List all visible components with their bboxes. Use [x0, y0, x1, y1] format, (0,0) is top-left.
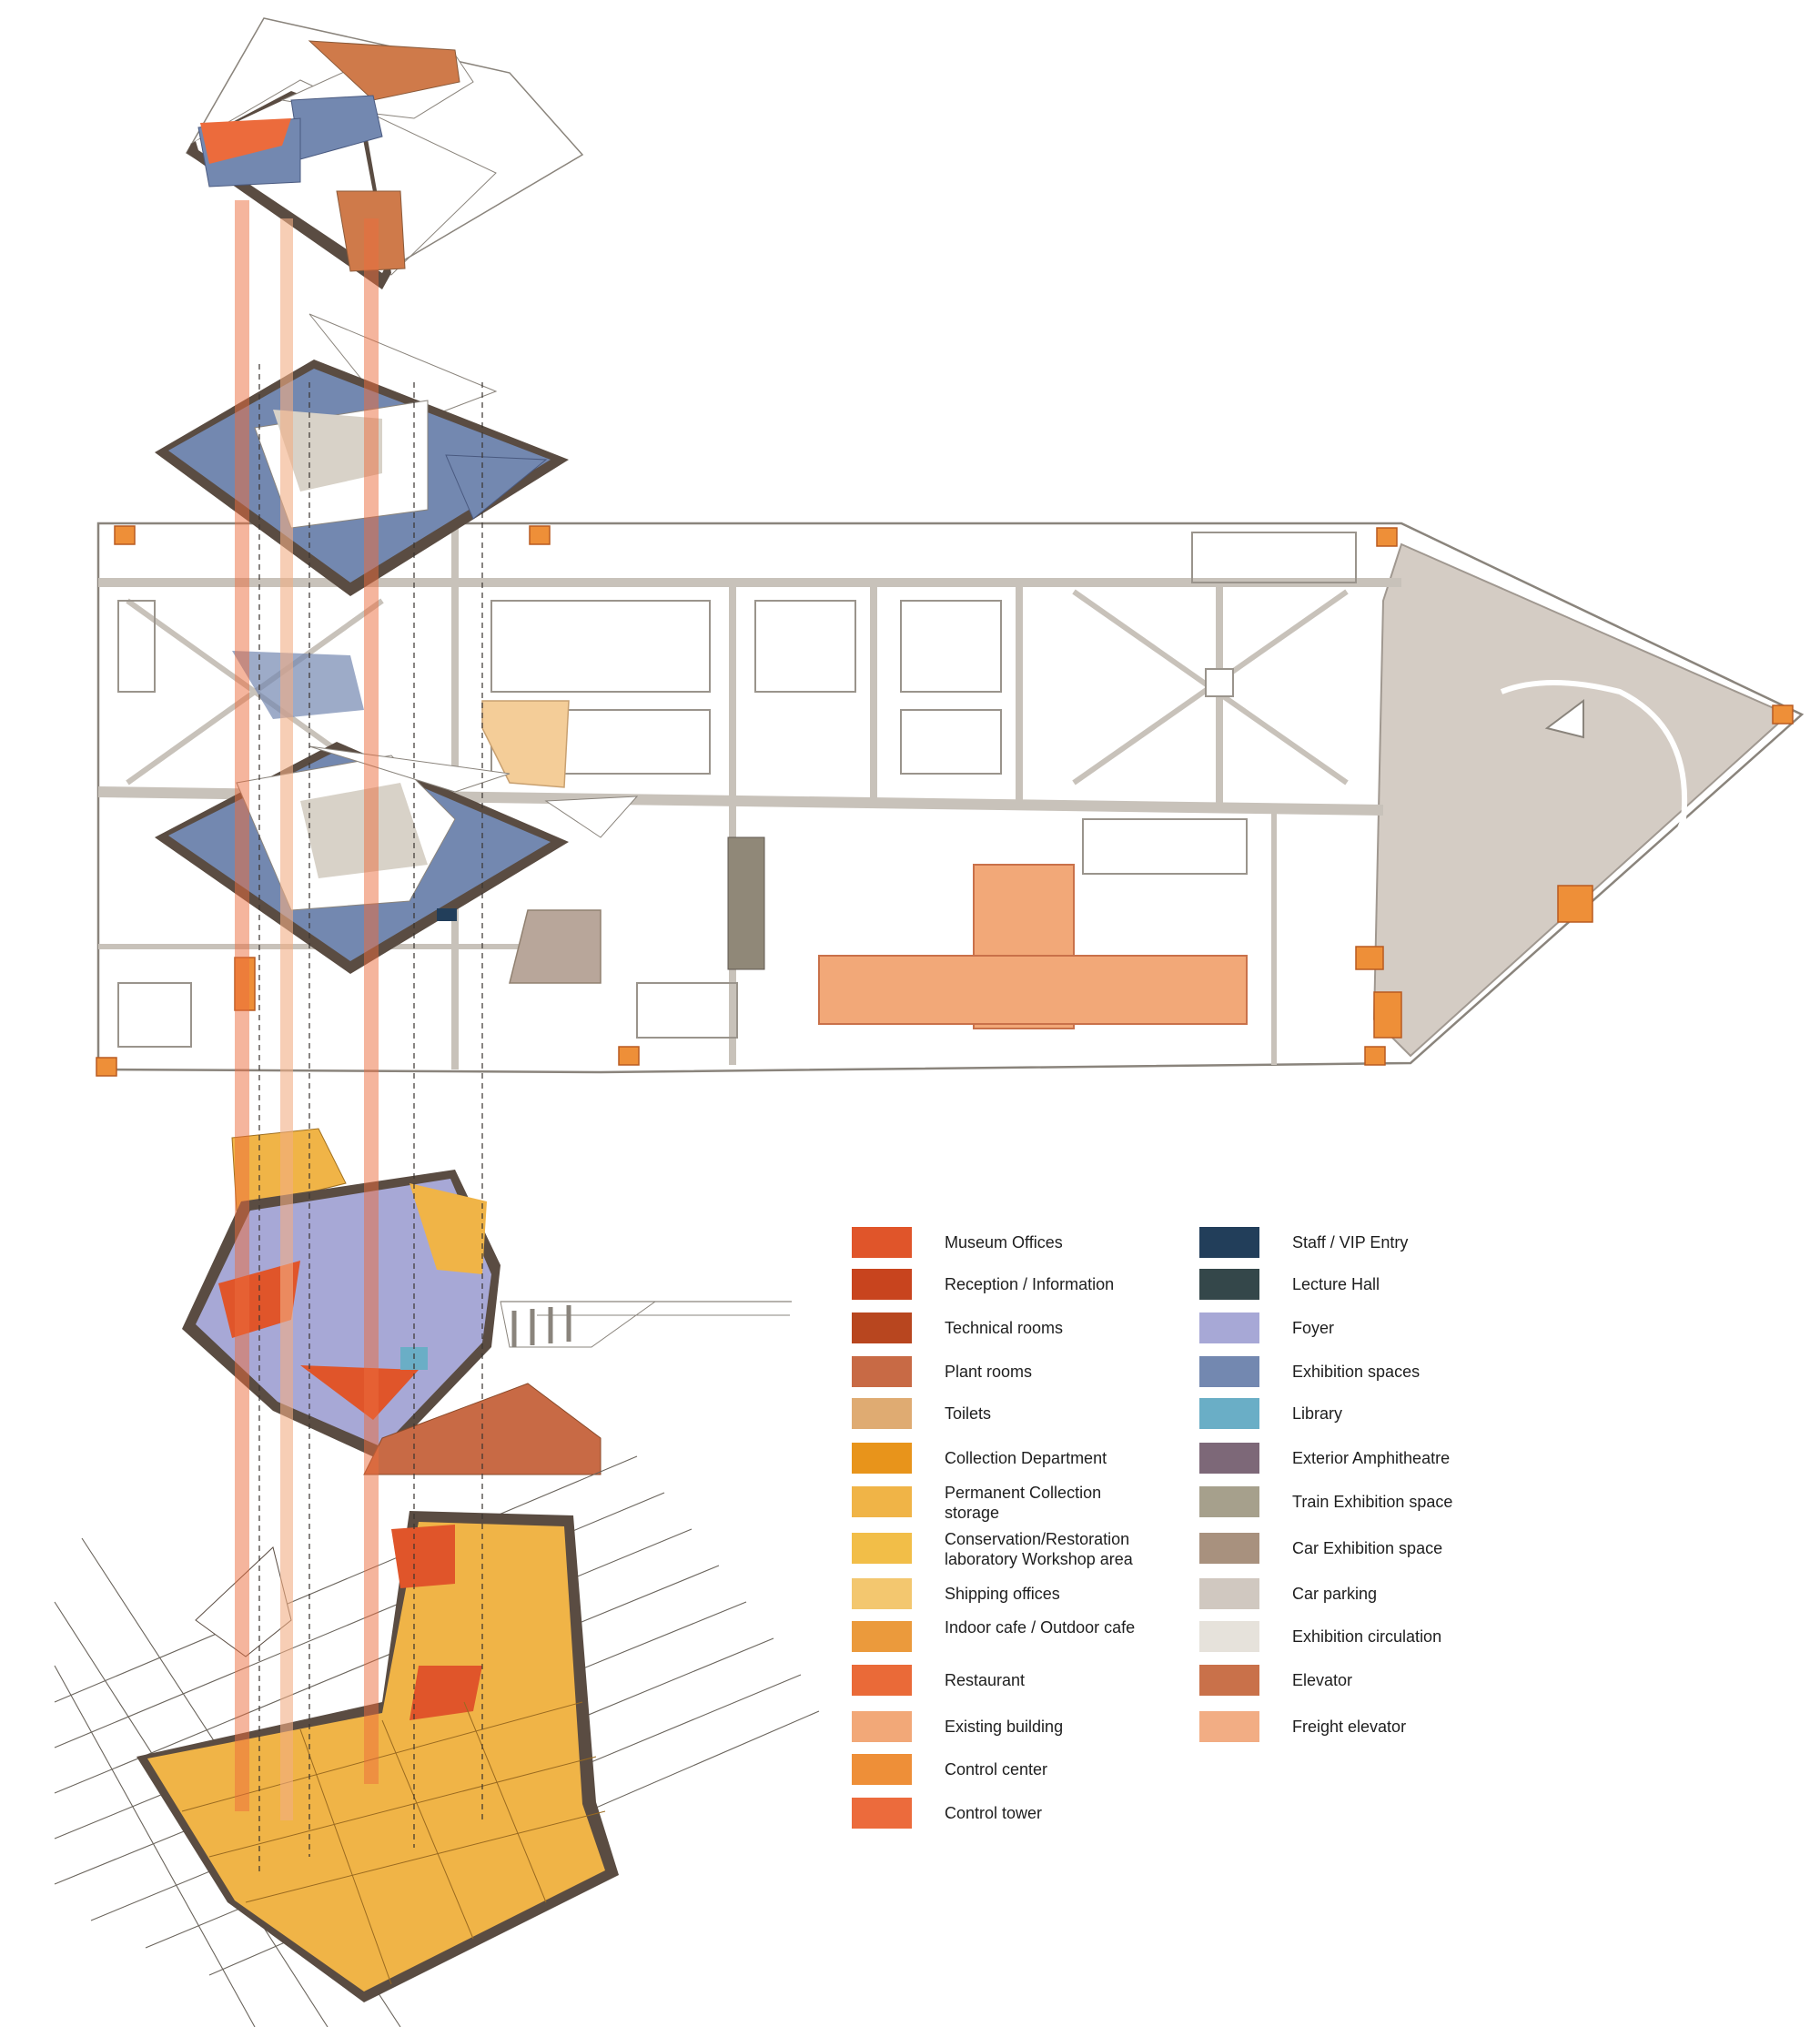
legend-swatch [852, 1621, 912, 1652]
legend-swatch [852, 1578, 912, 1609]
legend-label: Toilets [945, 1404, 992, 1423]
car-exhibition-area [509, 909, 602, 984]
legend-label: Technical rooms [945, 1319, 1064, 1337]
legend-label: Lecture Hall [1292, 1275, 1380, 1293]
legend-swatch [1199, 1621, 1259, 1652]
basement-plan [54, 1455, 820, 2027]
legend-swatch [1199, 1711, 1259, 1742]
floor-1-plan [182, 1128, 792, 1475]
legend-swatch [852, 1486, 912, 1517]
legend-label: Exhibition circulation [1292, 1627, 1442, 1646]
legend-label: Car Exhibition space [1292, 1539, 1443, 1557]
legend-label: Freight elevator [1292, 1718, 1407, 1736]
legend-label: Plant rooms [945, 1363, 1033, 1381]
legend-label: Existing building [945, 1718, 1064, 1736]
legend-swatch [1199, 1486, 1259, 1517]
legend-swatch [1199, 1312, 1259, 1343]
legend-swatch [852, 1356, 912, 1387]
legend-swatch [852, 1312, 912, 1343]
legend-swatch [852, 1711, 912, 1742]
legend-swatch [852, 1398, 912, 1429]
floor-4-plan [185, 17, 584, 289]
legend-label: Car parking [1292, 1585, 1378, 1603]
legend-swatch [1199, 1578, 1259, 1609]
legend-swatch [852, 1443, 912, 1474]
legend-label: Reception / Information [945, 1275, 1115, 1293]
legend-swatch [1199, 1398, 1259, 1429]
legend-swatch [852, 1798, 912, 1829]
legend-label: Indoor cafe / Outdoor cafe [945, 1618, 1136, 1637]
existing-building [818, 864, 1248, 1029]
legend-label: Train Exhibition space [1292, 1493, 1453, 1511]
legend-label: Exterior Amphitheatre [1292, 1449, 1451, 1467]
vertical-elevator-shafts [235, 200, 483, 1875]
legend-label: Permanent Collection storage [945, 1484, 1102, 1522]
legend-label: Elevator [1292, 1671, 1353, 1689]
legend-label: Library [1292, 1404, 1343, 1423]
legend-label: Exhibition spaces [1292, 1363, 1421, 1381]
legend-swatch [1199, 1443, 1259, 1474]
legend-label: Control center [945, 1760, 1048, 1779]
legend-swatch [852, 1754, 912, 1785]
legend-swatch [852, 1269, 912, 1300]
train-exhibition-area [727, 836, 765, 970]
legend-swatch [1199, 1356, 1259, 1387]
legend-label: Control tower [945, 1804, 1043, 1822]
legend-swatch [852, 1227, 912, 1258]
legend-swatch [852, 1533, 912, 1564]
legend-swatch [1199, 1665, 1259, 1696]
legend-swatch [852, 1665, 912, 1696]
legend-label: Collection Department [945, 1449, 1107, 1467]
legend-label: Conservation/Restoration laboratory Work… [945, 1530, 1133, 1568]
legend-swatch [1199, 1269, 1259, 1300]
legend-label: Museum Offices [945, 1233, 1063, 1252]
legend-label: Foyer [1292, 1319, 1335, 1337]
legend-swatch [1199, 1227, 1259, 1258]
legend-swatch [1199, 1533, 1259, 1564]
legend-label: Restaurant [945, 1671, 1026, 1689]
legend-label: Shipping offices [945, 1585, 1060, 1603]
legend-label: Staff / VIP Entry [1292, 1233, 1409, 1252]
